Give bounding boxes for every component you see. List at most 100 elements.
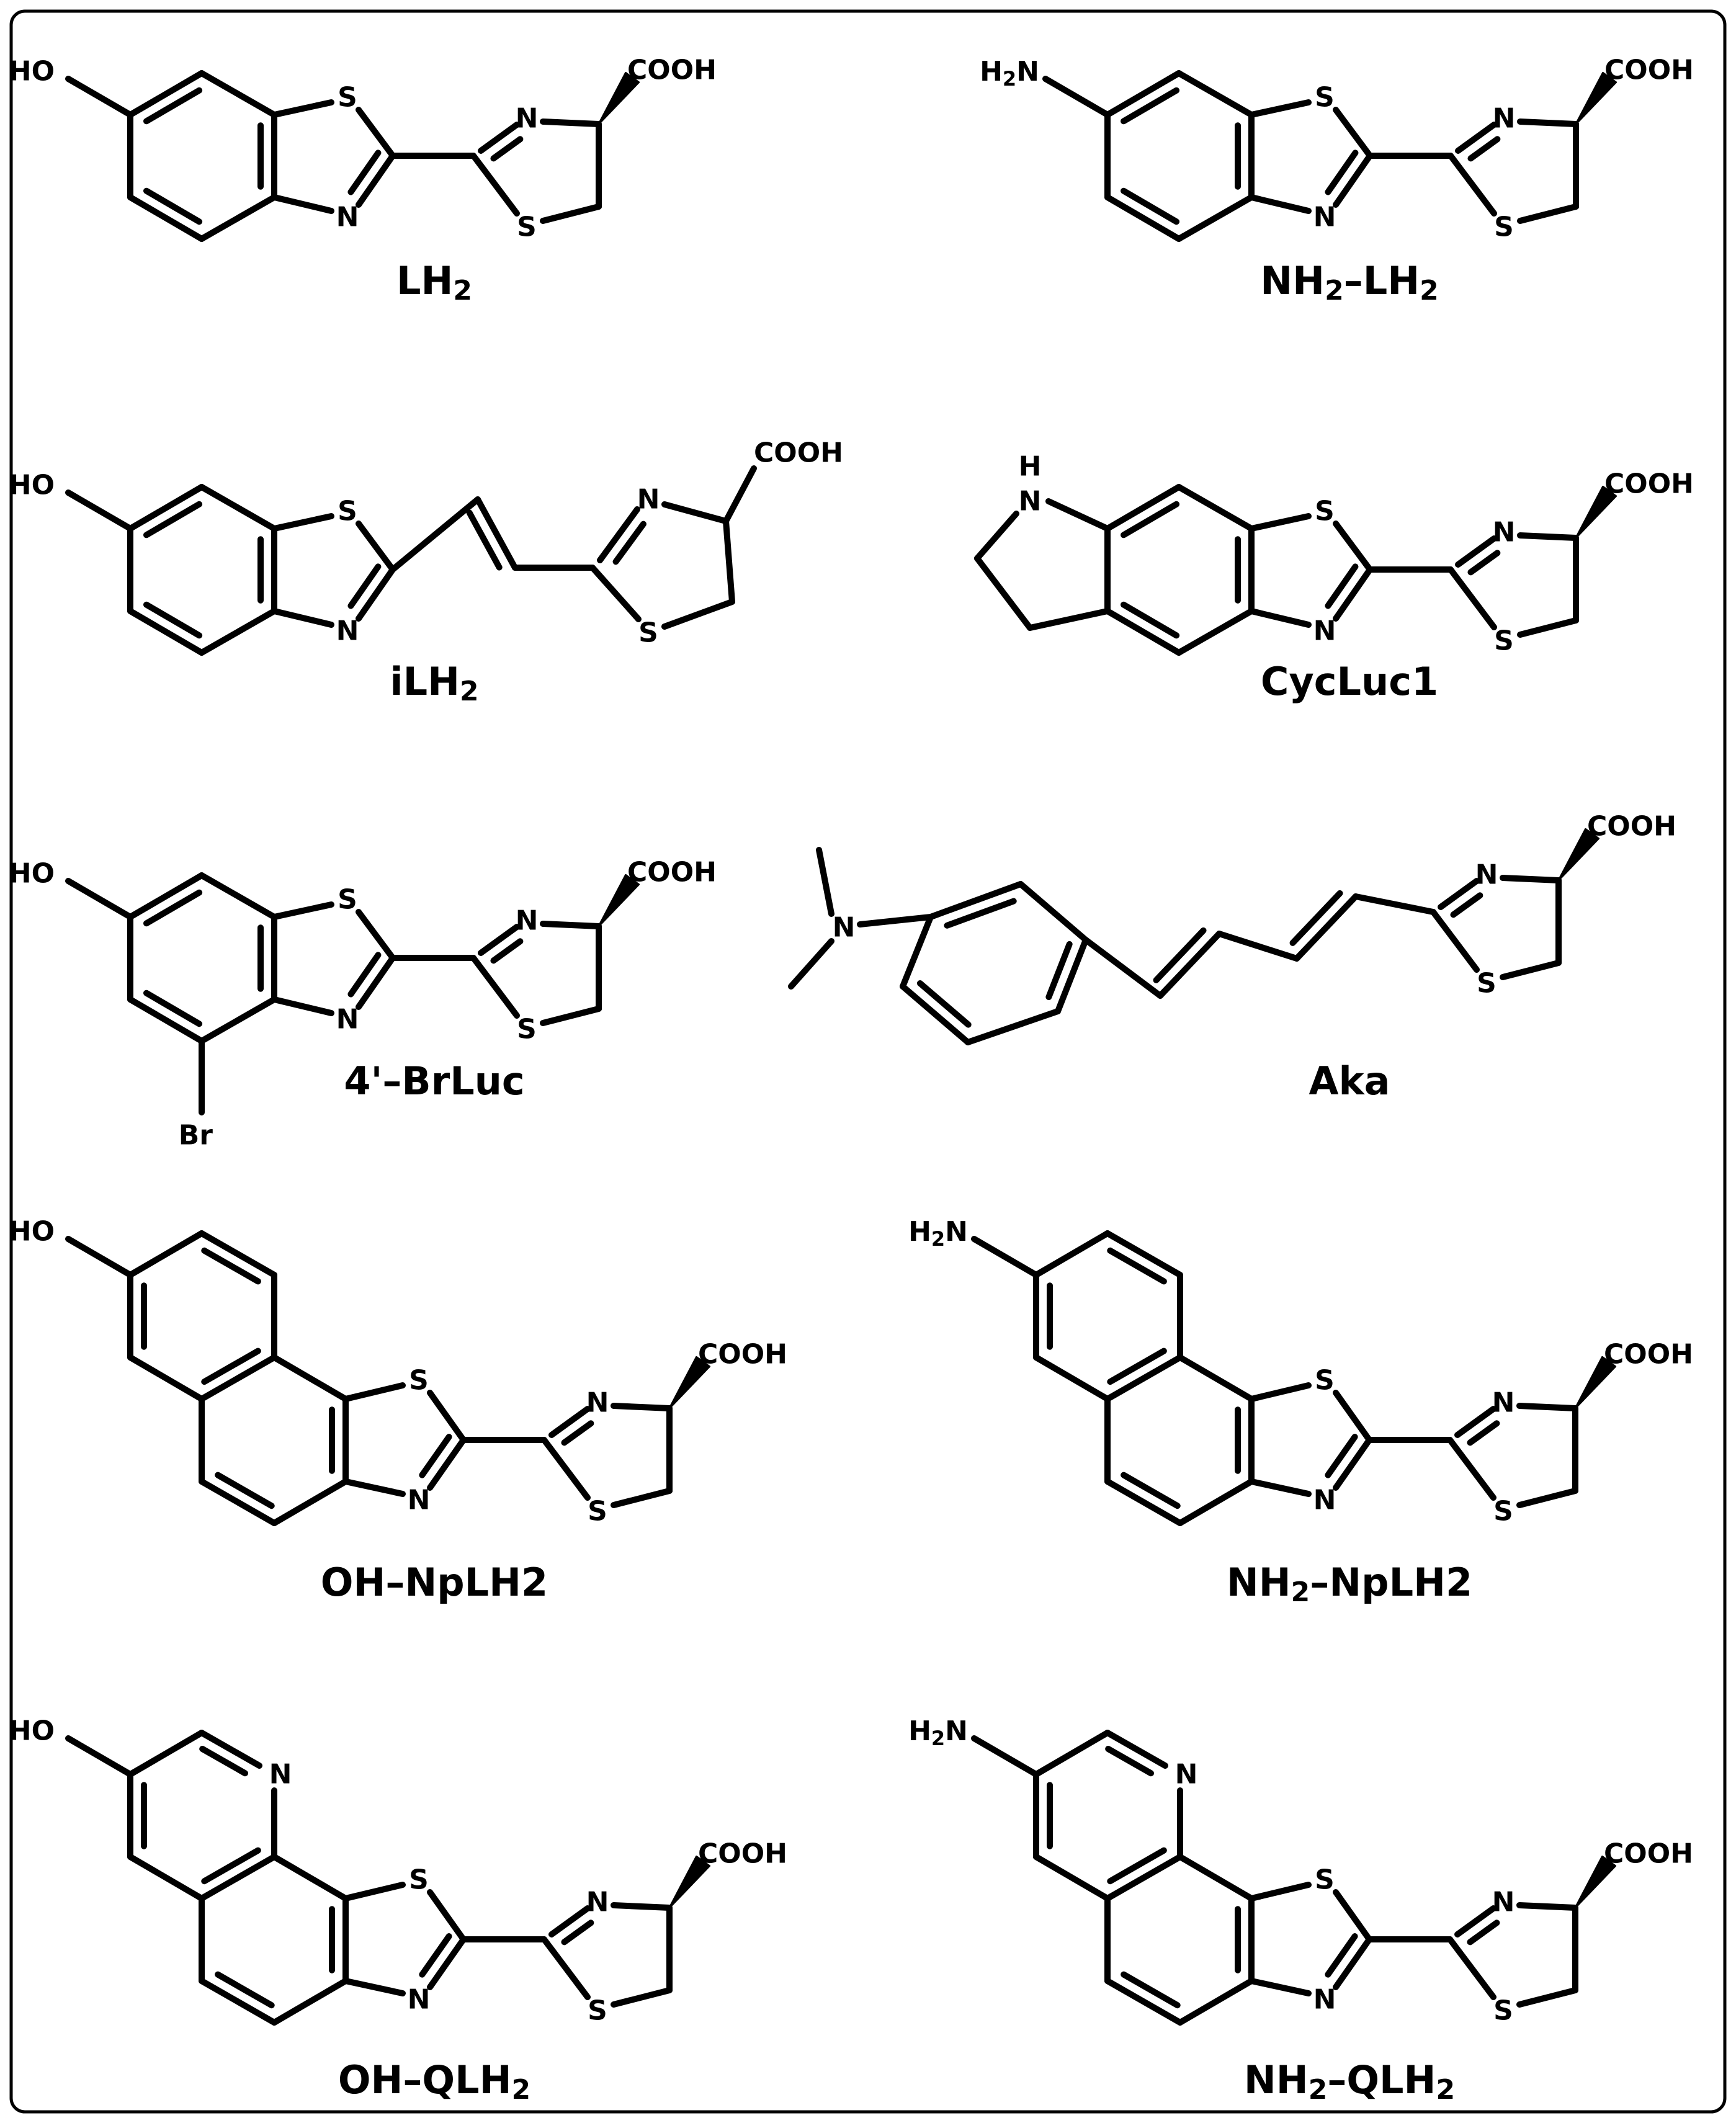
double-bond bbox=[201, 1247, 261, 1285]
compound-name-oh-qlh2: OH–QLH2 bbox=[338, 2057, 530, 2106]
double-bond bbox=[1467, 1920, 1500, 1946]
bond bbox=[1333, 107, 1373, 159]
bond bbox=[541, 1437, 591, 1501]
bond bbox=[1455, 122, 1497, 154]
bond bbox=[611, 1902, 673, 1911]
bond bbox=[199, 608, 277, 656]
benzothiazole-sulfur: S bbox=[1315, 82, 1335, 114]
double-bond bbox=[1121, 501, 1180, 539]
thiazoline-sulfur: S bbox=[1477, 968, 1497, 999]
bond bbox=[1033, 1230, 1111, 1278]
stereo-wedge bbox=[1557, 828, 1600, 882]
bond-layer bbox=[65, 70, 1617, 2026]
thiazoline-nitrogen: N bbox=[1492, 1887, 1515, 1918]
bond bbox=[1333, 153, 1373, 208]
bond bbox=[1177, 1854, 1255, 1902]
stereo-wedge bbox=[1574, 1356, 1617, 1410]
hydroxyl-label: HO bbox=[9, 56, 55, 87]
benzothiazole-nitrogen: N bbox=[408, 1984, 431, 2016]
bond bbox=[127, 1854, 205, 1902]
amino-label: H2N bbox=[908, 1216, 968, 1251]
bond bbox=[475, 496, 518, 571]
thiazoline-nitrogen: N bbox=[516, 103, 539, 135]
double-bond bbox=[1467, 550, 1501, 576]
compound-name-nh2-lh2: NH2–LH2 bbox=[1260, 258, 1438, 306]
double-bond bbox=[466, 509, 503, 571]
double-bond bbox=[215, 1971, 275, 2009]
bond bbox=[127, 1730, 205, 1777]
hydroxyl-label: HO bbox=[9, 858, 55, 890]
double-bond bbox=[1325, 563, 1359, 609]
double-bond bbox=[944, 898, 1017, 929]
double-bond bbox=[1107, 1847, 1167, 1885]
bond bbox=[611, 1403, 673, 1411]
compound-name-oh-nplh2: OH–NpLH2 bbox=[321, 1560, 548, 1605]
benzothiazole-nitrogen: N bbox=[336, 202, 359, 233]
hydroxyl-label: HO bbox=[9, 1216, 55, 1248]
bond bbox=[1447, 1437, 1497, 1501]
bond bbox=[271, 901, 334, 920]
bond bbox=[1248, 1978, 1312, 1996]
benzothiazole-sulfur: S bbox=[338, 496, 357, 527]
stereo-wedge bbox=[668, 1855, 711, 1909]
bond bbox=[342, 1978, 406, 1996]
bond bbox=[1248, 1478, 1312, 1497]
bond bbox=[1177, 1978, 1255, 2026]
bond bbox=[1500, 875, 1562, 883]
bond bbox=[1176, 608, 1255, 656]
stereo-wedge bbox=[597, 874, 640, 927]
bond bbox=[1104, 608, 1182, 656]
double-bond bbox=[201, 1847, 261, 1885]
benzothiazole-nitrogen: N bbox=[336, 615, 359, 647]
bond bbox=[1216, 931, 1300, 962]
bond bbox=[271, 513, 334, 532]
bond bbox=[199, 1978, 277, 2026]
bond bbox=[1104, 194, 1182, 242]
bond bbox=[65, 489, 133, 532]
bond bbox=[127, 996, 205, 1044]
bond bbox=[478, 924, 520, 956]
bond bbox=[971, 1236, 1039, 1278]
double-bond bbox=[201, 1348, 261, 1385]
bond bbox=[589, 565, 642, 622]
bond bbox=[65, 1735, 133, 1777]
double-bond bbox=[1121, 87, 1180, 125]
bond bbox=[342, 1478, 406, 1497]
bond bbox=[271, 194, 334, 214]
bond bbox=[1333, 521, 1373, 573]
double-bond bbox=[143, 187, 203, 225]
bond bbox=[356, 153, 396, 208]
bond bbox=[1248, 99, 1312, 118]
bond bbox=[928, 881, 1024, 920]
bond bbox=[199, 194, 277, 242]
bond bbox=[271, 996, 334, 1016]
bond bbox=[342, 1382, 406, 1402]
bond bbox=[1333, 566, 1373, 622]
double-bond bbox=[1121, 601, 1180, 639]
bond bbox=[1157, 931, 1222, 999]
bond bbox=[1104, 70, 1182, 118]
thiazoline-nitrogen: N bbox=[1493, 103, 1516, 135]
carboxyl-label: COOH bbox=[1604, 1838, 1693, 1870]
figure-border bbox=[9, 9, 1727, 2114]
quinoline-nitrogen: N bbox=[1175, 1759, 1198, 1790]
bond bbox=[127, 1230, 205, 1278]
bond bbox=[1177, 1478, 1255, 1526]
double-bond bbox=[199, 1746, 249, 1777]
double-bond bbox=[612, 521, 647, 565]
double-bond bbox=[1121, 1971, 1181, 2009]
bond bbox=[540, 1006, 602, 1026]
thiazoline-sulfur: S bbox=[517, 212, 537, 243]
bond bbox=[661, 501, 729, 524]
bond bbox=[356, 107, 396, 159]
bond bbox=[65, 1236, 133, 1278]
bond bbox=[199, 484, 277, 532]
bond bbox=[199, 996, 277, 1044]
bond bbox=[1516, 1488, 1578, 1508]
bond bbox=[127, 608, 205, 656]
bond bbox=[199, 1354, 277, 1402]
double-bond bbox=[143, 889, 203, 927]
bond bbox=[1447, 566, 1497, 630]
bond bbox=[1447, 1936, 1497, 2000]
